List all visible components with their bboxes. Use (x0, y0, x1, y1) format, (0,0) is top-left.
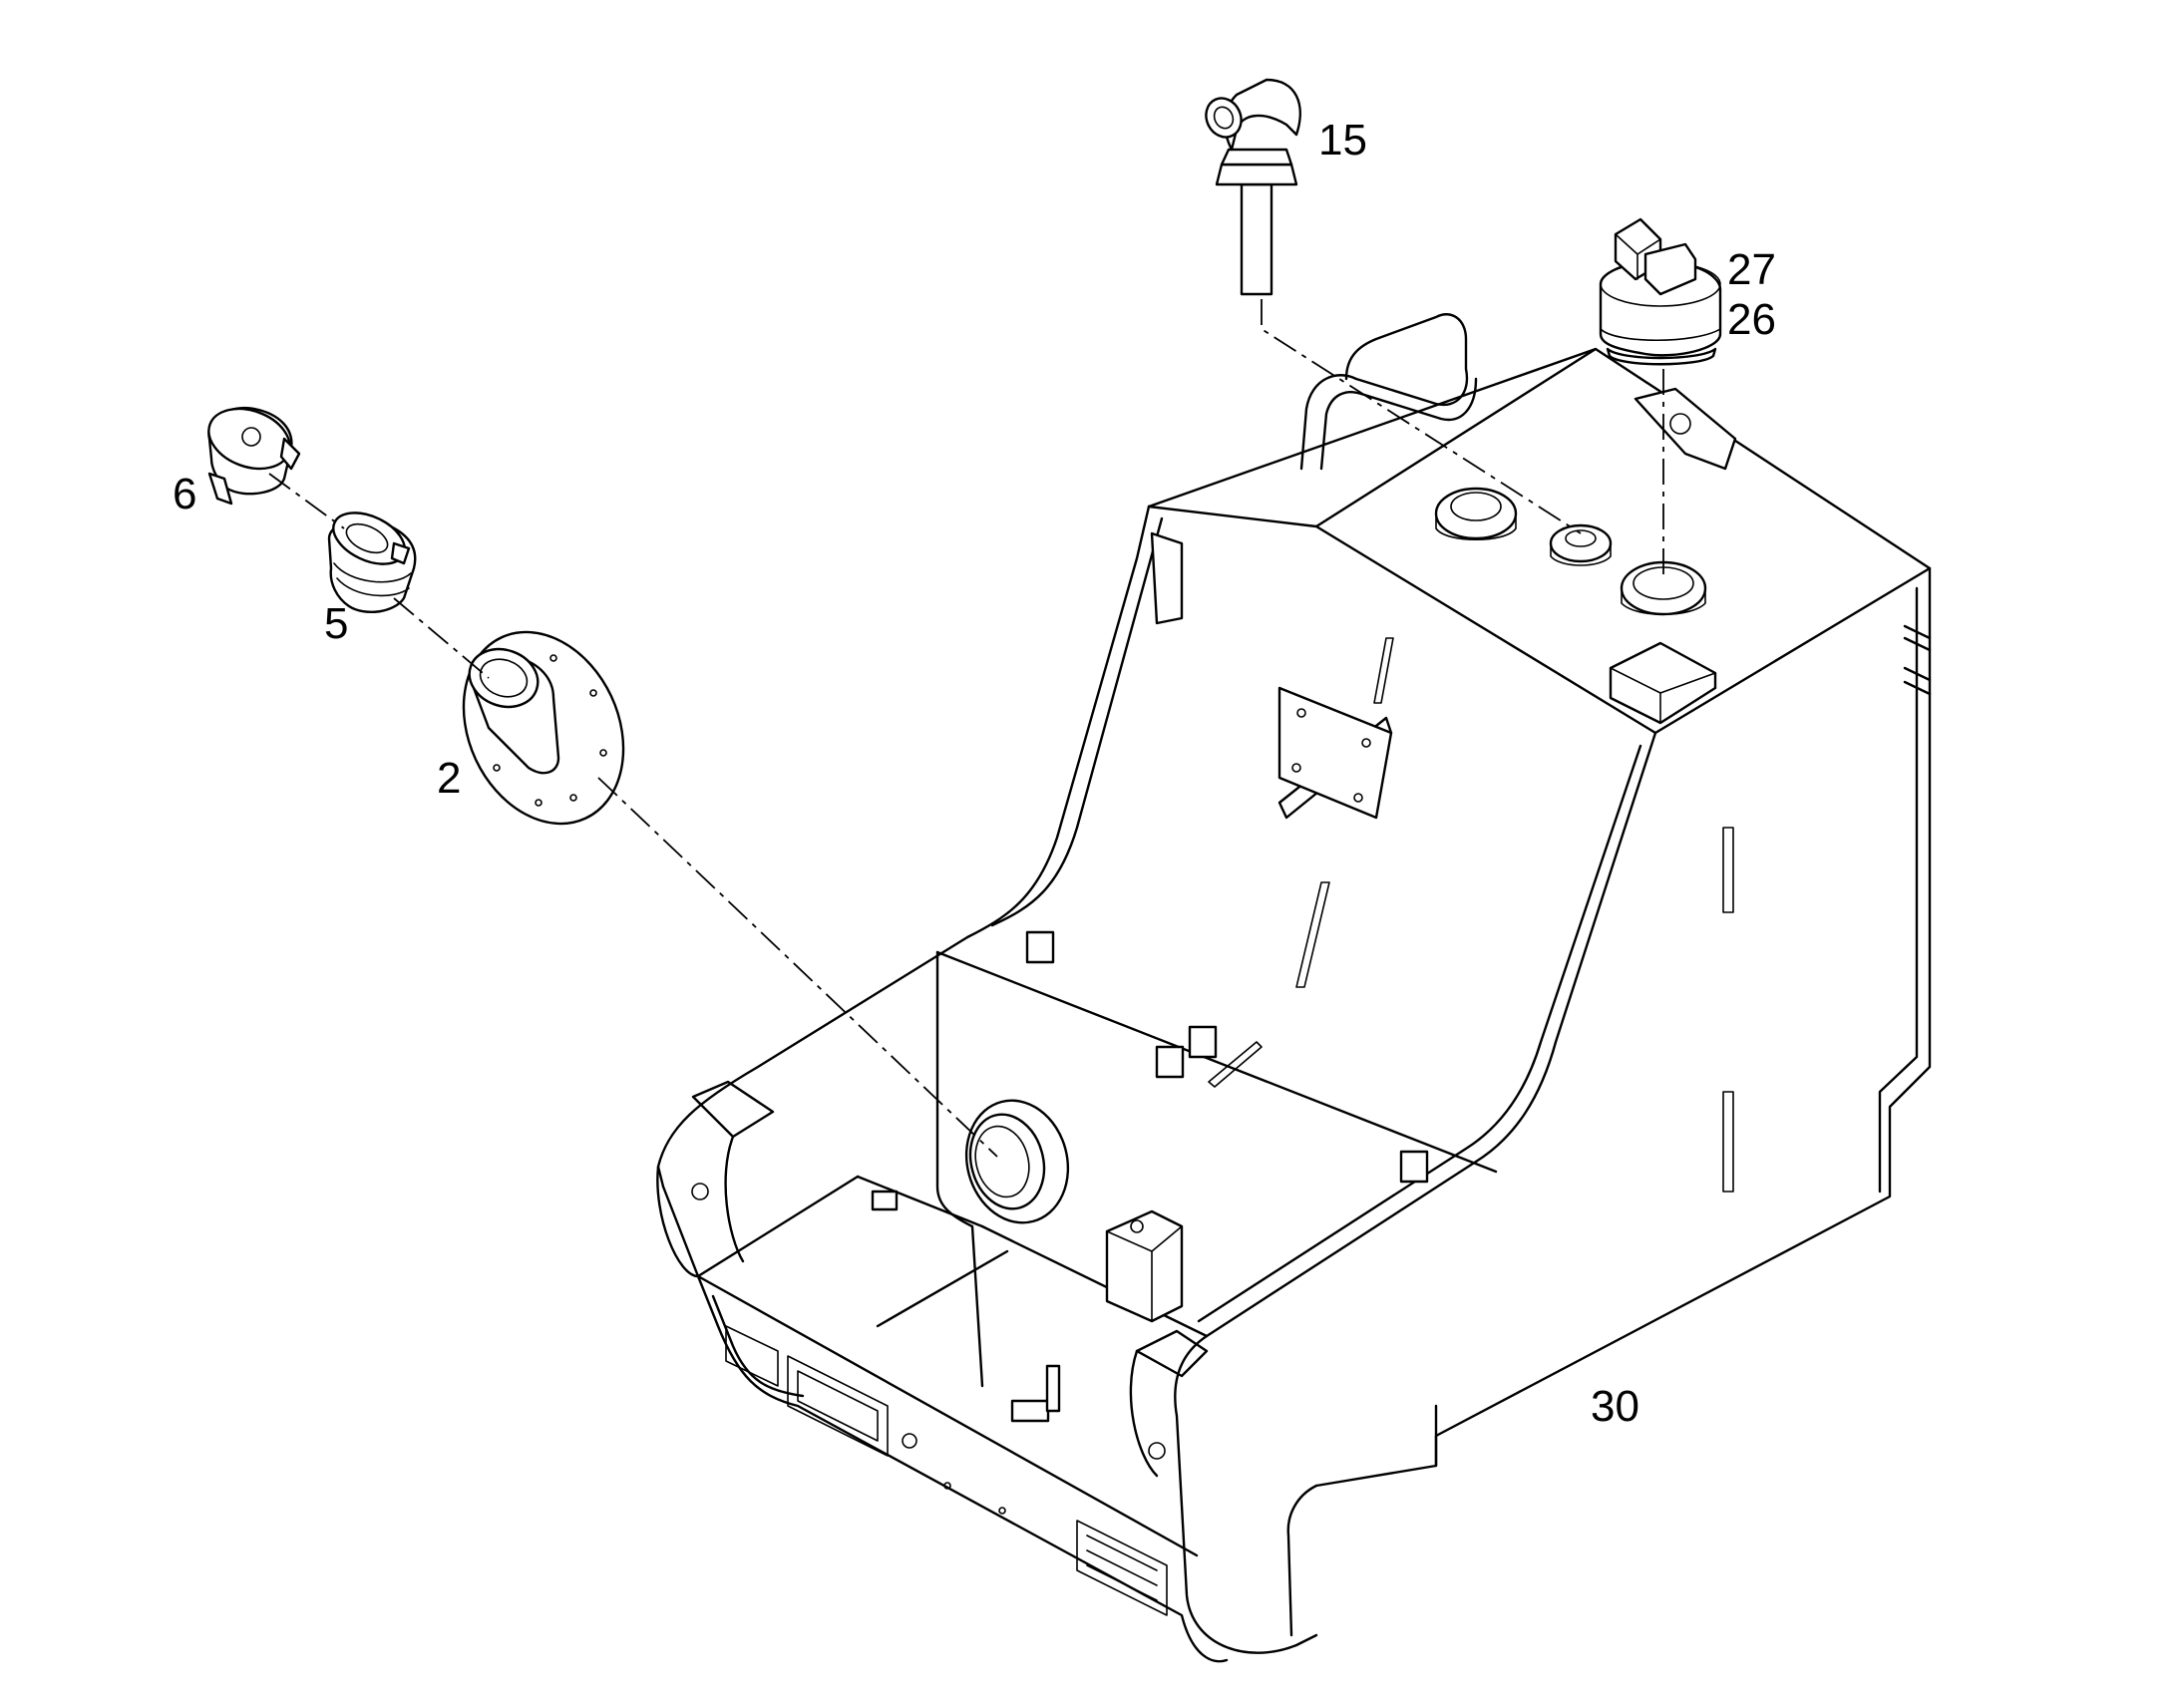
tank-body (656, 313, 1932, 1663)
part-5-adapter (327, 512, 417, 613)
part-6-cap (207, 406, 301, 506)
assembly-leader-lines (268, 299, 1664, 1158)
vent-grille (1076, 1520, 1168, 1616)
callout-27: 27 (1727, 245, 1776, 294)
callout-5: 5 (324, 599, 348, 648)
part-15-elbow-fitting (1205, 78, 1301, 296)
callout-30: 30 (1591, 1382, 1639, 1431)
callout-labels: 15 27 26 6 5 2 30 (173, 116, 1776, 1431)
callout-26: 26 (1727, 295, 1776, 344)
part-26-27-cap-assembly (1599, 217, 1722, 366)
callout-15: 15 (1318, 116, 1367, 165)
callout-2: 2 (437, 754, 461, 803)
callout-6: 6 (173, 470, 196, 518)
part-2-filler-neck-flange (462, 630, 625, 826)
